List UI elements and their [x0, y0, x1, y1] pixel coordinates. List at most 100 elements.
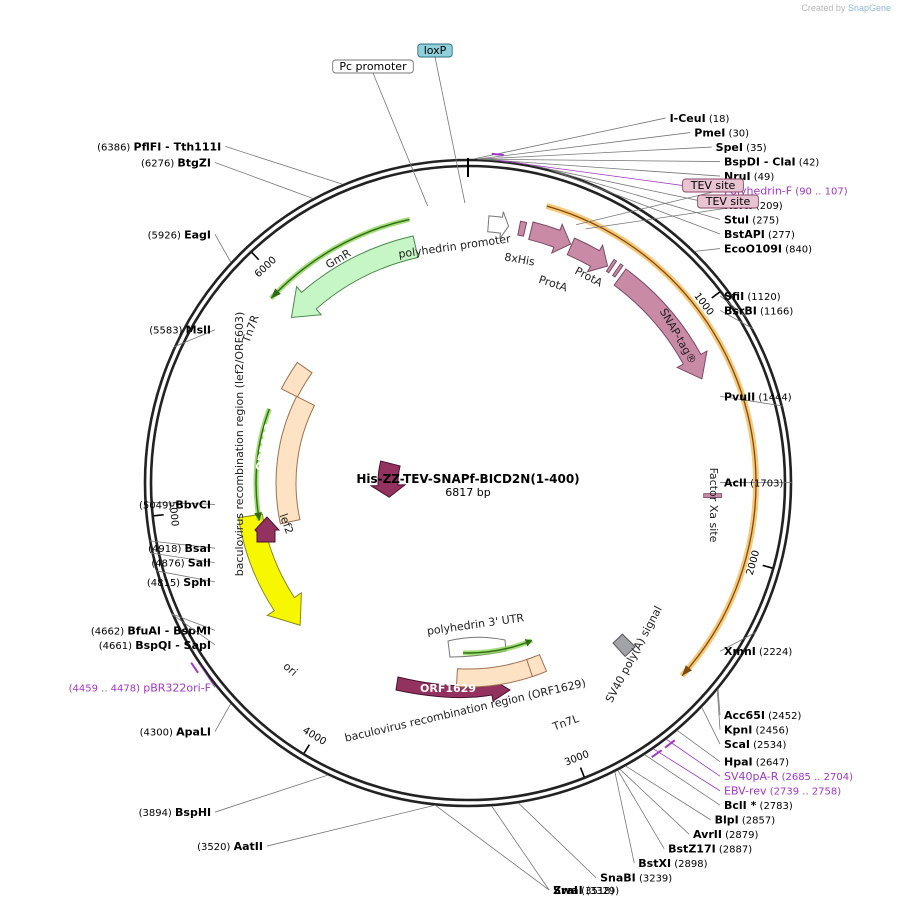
leader-line [549, 168, 721, 220]
site-label-part: (3520) [197, 842, 233, 853]
site-label-part: (30) [725, 129, 749, 140]
primer-label-part: EBV-rev [724, 785, 767, 798]
site-bspdi: BspDI - ClaI (42) [724, 156, 819, 169]
box-tev-site [697, 194, 759, 209]
recomb-orf1629-marker-head [524, 639, 532, 647]
site-label-part: (2898) [671, 859, 708, 870]
primer-mark [190, 662, 199, 674]
leader-line [199, 664, 216, 688]
box-leader [575, 191, 714, 226]
site-label-part: (275) [749, 216, 779, 227]
box-leader [434, 56, 466, 204]
site-label-part: BfuAI [127, 624, 161, 637]
box-loxp [417, 43, 453, 58]
site-stui: StuI (275) [724, 214, 779, 227]
site-label-part: XmnI [724, 645, 756, 658]
site-label-part: (2783) [756, 801, 793, 812]
site-label-part: BstZ17I [668, 843, 716, 856]
site-label-part: EcoO109I [724, 243, 782, 256]
leader-line [144, 501, 216, 505]
leader-line [476, 132, 691, 160]
tick-label: 3000 [563, 749, 591, 769]
leader-line [701, 707, 721, 745]
site-label-part: (2887) [716, 845, 753, 856]
feature-label-polyhedrin-3-utr: polyhedrin 3' UTR [426, 611, 525, 638]
site-label-part: (840) [782, 245, 812, 256]
site-acc65i: Acc65I (2452) [724, 709, 801, 722]
leader-line [151, 552, 216, 564]
leader-line [666, 738, 721, 777]
site-label-part: SfiI [724, 290, 744, 303]
site-ecoo109i: EcoO109I (840) [724, 243, 812, 256]
site-label-part: ApaLI [176, 726, 211, 739]
box-label-pc-promoter: Pc promoter [339, 60, 407, 73]
site-label-part: PvuII [724, 390, 755, 403]
site-blpi: BlpI (2857) [715, 814, 776, 827]
site-i-ceui: I-CeuI (18) [670, 112, 730, 125]
site-zrai: ZraI (3518) [553, 884, 614, 897]
site-bstxi: BstXI (2898) [638, 857, 707, 870]
site-label-part: KpnI [724, 724, 752, 737]
tick-mark [579, 767, 585, 778]
polyhedrin-promoter-feature [487, 211, 510, 239]
site-label-part: ScaI [724, 738, 750, 751]
box-label-tev-site: TEV site [690, 179, 736, 192]
site-kpni: KpnI (2456) [724, 724, 789, 737]
site-label-part: (4876) [151, 559, 187, 570]
leader-line [266, 804, 435, 847]
site-label-part: (5049) [139, 500, 175, 511]
snapgene-credit: Created by SnapGene [801, 3, 891, 13]
prota-2-feature [566, 237, 609, 273]
site-acli: AclI (1703) [724, 477, 783, 490]
site-label-part: BbvCI [175, 498, 211, 511]
site-sfii: SfiI (1120) [724, 290, 781, 303]
site-label-part: (277) [765, 230, 795, 241]
leader-line [214, 234, 232, 263]
site-label-part: SalI [188, 557, 211, 570]
site-label-part: (2452) [765, 711, 802, 722]
leader-line [614, 771, 635, 864]
leader-line [435, 805, 550, 891]
site-label-part: SwaI [553, 884, 583, 897]
lef2-feature [254, 516, 281, 543]
site-label-part: (6386) [97, 142, 133, 153]
site-label-part: BspQI [135, 639, 171, 652]
site-label-part: (3518) [578, 886, 615, 897]
site-label-part: (1166) [757, 306, 794, 317]
site-label-part: PflFI [134, 140, 162, 153]
site-label-part: BsrBI [724, 304, 757, 317]
site-label-part: SnaBI [600, 872, 636, 885]
gmr-marker-line [270, 218, 410, 299]
feature-label-snap-tag: SNAP-tag® [657, 306, 699, 366]
tick-mark [303, 744, 311, 754]
site-pvuii: PvuII (1444) [724, 390, 792, 403]
site-label-part: AatII [234, 840, 263, 853]
insert-arc-head [681, 665, 692, 676]
leader-line [617, 770, 665, 849]
site-label-part: AvrII [693, 828, 722, 841]
box-leader [372, 72, 428, 207]
site-label-part: (4300) [140, 728, 176, 739]
plasmid-length: 6817 bp [445, 486, 490, 499]
leader-line [225, 146, 343, 185]
site-label-part: (6276) [141, 158, 177, 169]
insert-arc [546, 205, 757, 677]
site-bsai: (4918) BsaI [148, 542, 211, 555]
primer-mark [491, 152, 504, 156]
snapgene-logo: SnapGene [847, 3, 891, 13]
site-snabi: SnaBI (3239) [600, 872, 672, 885]
site-label-part: I-CeuI [670, 112, 706, 125]
primer-label-part: (2685 .. 2704) [778, 772, 853, 783]
box-leader [585, 207, 729, 230]
leader-line [694, 248, 721, 252]
orf1629-feature [395, 676, 511, 702]
gmr-marker-head [271, 288, 281, 299]
site-scai: ScaI (2534) [724, 738, 786, 751]
site-label-part: SphI [183, 576, 211, 589]
site-msli: (5583) MslI [149, 324, 211, 337]
site-label-part: (4815) [147, 578, 183, 589]
tev-site-2-feature [611, 263, 624, 278]
leader-line [171, 613, 216, 631]
site-label-part: BtgZI [177, 156, 211, 169]
